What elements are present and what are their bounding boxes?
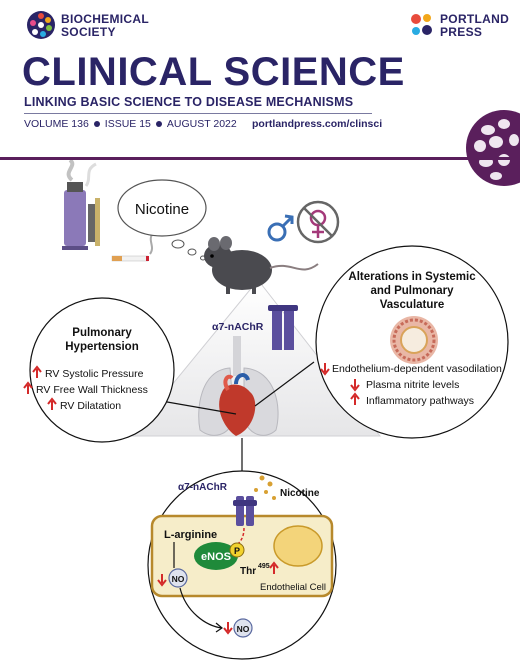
- phosphate-label: P: [234, 546, 240, 556]
- issue-date: AUGUST 2022: [166, 118, 237, 130]
- blood-vessel-ring-icon: [390, 316, 438, 364]
- ph-item-2: RV Free Wall Thickness: [36, 384, 148, 396]
- down-arrow-icon: [320, 363, 330, 376]
- male-symbol-icon: [267, 214, 294, 242]
- vasculature-title-3: Vasculature: [380, 299, 445, 311]
- vasc-item-2: Plasma nitrite levels: [366, 379, 459, 391]
- mouse-icon: [204, 236, 319, 294]
- down-arrow-icon: [157, 574, 167, 587]
- vasc-item-1: Endothelium-dependent vasodilation: [332, 363, 502, 375]
- issue-number: ISSUE 15: [104, 118, 151, 130]
- society-name-line2: SOCIETY: [61, 25, 116, 39]
- no-outer-label: NO: [237, 624, 250, 634]
- journal-url[interactable]: portlandpress.com/clinsci: [252, 118, 383, 130]
- vasc-item-3: Inflammatory pathways: [366, 395, 474, 407]
- enos-label: eNOS: [201, 551, 231, 563]
- up-arrow-icon: [269, 561, 279, 574]
- journal-subtitle: LINKING BASIC SCIENCE TO DISEASE MECHANI…: [24, 95, 354, 109]
- no-inner-label: NO: [172, 574, 185, 584]
- journal-title: CLINICAL SCIENCE: [22, 50, 405, 94]
- society-name-line1: BIOCHEMICAL: [61, 12, 149, 26]
- biochemical-society-logo: BIOCHEMICAL SOCIETY: [26, 8, 176, 42]
- nicotine-label: Nicotine: [280, 488, 320, 499]
- phosphorylation-arrow: [235, 527, 245, 547]
- society-emblem-icon: [27, 11, 55, 39]
- press-emblem-icon: [411, 14, 432, 35]
- header-divider: [0, 157, 520, 160]
- vasculature-title-1: Alterations in Systemic: [348, 271, 476, 283]
- right-connector-line: [254, 361, 315, 407]
- enos-enzyme: [194, 542, 238, 570]
- publisher-name-line2: PRESS: [440, 25, 483, 39]
- pulmonary-hypertension-title-2: Hypertension: [65, 341, 139, 353]
- vasculature-title-2: and Pulmonary: [370, 285, 454, 297]
- vape-device-icon: [62, 160, 100, 250]
- nicotine-bubble-label: Nicotine: [135, 201, 189, 218]
- down-arrow-icon: [223, 622, 233, 635]
- bullet-icon: [155, 121, 162, 128]
- pulmonary-hypertension-title-1: Pulmonary: [72, 327, 132, 339]
- arrowhead-icon: [215, 622, 224, 633]
- thr-superscript: 495: [258, 563, 270, 570]
- portland-press-logo: PORTLAND PRESS: [408, 8, 510, 42]
- nicotine-molecules-icon: [254, 475, 276, 500]
- membrane-receptor-icon: [233, 496, 257, 526]
- no-diffusion-arrow: [179, 587, 223, 629]
- up-arrow-icon: [32, 365, 42, 378]
- nucleus-icon: [273, 525, 323, 567]
- receptor-icon: [268, 305, 298, 350]
- up-arrow-icon: [23, 381, 33, 394]
- no-molecule-inner: [168, 568, 188, 588]
- up-arrow-icon: [47, 397, 57, 410]
- no-molecule-outer: [233, 618, 253, 638]
- nicotine-thought-bubble: [117, 179, 207, 261]
- lungs-heart-icon: [198, 336, 279, 436]
- phosphate-group: [229, 542, 245, 558]
- ph-item-1: RV Systolic Pressure: [45, 368, 144, 380]
- thr-label: Thr: [240, 566, 256, 577]
- graphical-abstract: Nicotine α7-nAChR: [23, 160, 509, 660]
- no-female-symbol-icon: [296, 200, 340, 244]
- cell-label: Endothelial Cell: [260, 582, 326, 593]
- publisher-name-line1: PORTLAND: [440, 12, 510, 26]
- down-arrow-icon: [350, 379, 360, 392]
- bullet-icon: [93, 121, 100, 128]
- pulmonary-hypertension-circle: [29, 297, 175, 443]
- ph-item-3: RV Dilatation: [60, 400, 121, 412]
- issue-info: VOLUME 136 ISSUE 15 AUGUST 2022: [24, 118, 237, 130]
- header-rule: [24, 113, 372, 114]
- receptor-label: α7-nAChR: [212, 321, 264, 333]
- up-arrow-icon: [350, 392, 360, 405]
- volume-number: VOLUME 136: [24, 118, 89, 130]
- membrane-receptor-label: α7-nAChR: [178, 482, 228, 493]
- l-arginine-label: L-arginine: [164, 529, 217, 541]
- cigarette-icon: [111, 231, 155, 262]
